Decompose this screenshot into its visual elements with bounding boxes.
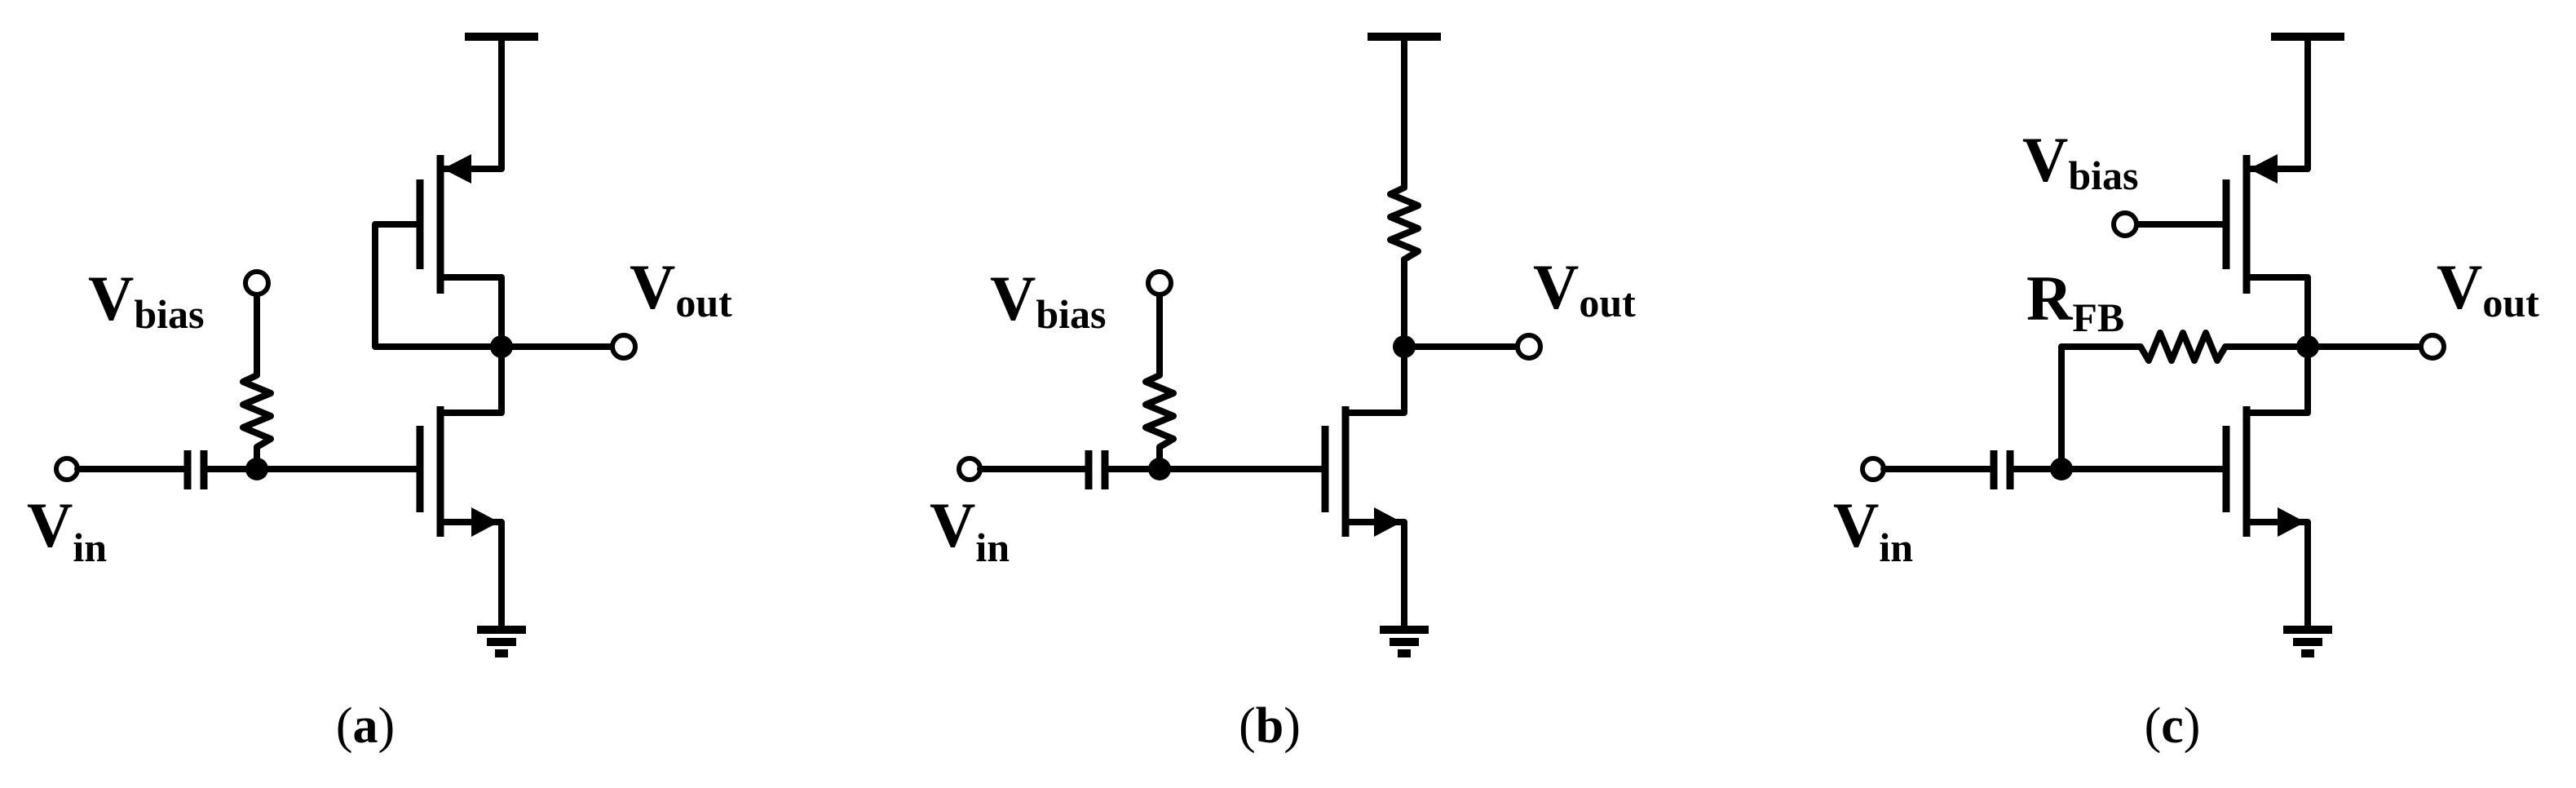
vout-label: Vout (630, 251, 732, 325)
vbias-label: Vbias (990, 263, 1107, 337)
pmos-load-transistor (372, 33, 505, 350)
coupling-capacitor (183, 450, 208, 489)
coupling-capacitor (1085, 450, 1109, 489)
vout-terminal (2419, 333, 2446, 361)
pmos-load-transistor (2133, 33, 2311, 350)
caption-a: (a) (336, 698, 395, 754)
nmos-transistor (416, 343, 505, 631)
nmos-transistor (2222, 343, 2311, 631)
caption-c: (c) (2145, 698, 2201, 754)
feedback-resistor (2058, 330, 2311, 472)
coupling-capacitor (1990, 450, 2014, 489)
vout-label: Vout (2437, 251, 2539, 325)
rfb-label: RFB (2026, 263, 2124, 340)
vout-terminal (1515, 333, 1543, 361)
circuit-b: Vbias Vout Vin (b) (930, 33, 1636, 754)
vout-label: Vout (1533, 251, 1636, 325)
vout-terminal (610, 333, 638, 361)
vin-label: Vin (1833, 489, 1913, 570)
vin-label: Vin (27, 489, 107, 570)
bias-resistor (1142, 292, 1177, 472)
caption-b: (b) (1239, 698, 1301, 754)
vbias-terminal (2111, 210, 2139, 238)
vbias-terminal (1146, 269, 1173, 297)
circuit-c: Vbias RFB Vout Vin (c) (1833, 33, 2539, 754)
load-resistor (1387, 33, 1421, 350)
ground-symbol (2283, 626, 2332, 657)
vbias-label: Vbias (2022, 124, 2139, 198)
vbias-label: Vbias (88, 263, 205, 337)
ground-symbol (477, 626, 526, 657)
circuit-a: Vbias Vout Vin (a) (27, 33, 732, 754)
vin-label: Vin (930, 489, 1010, 570)
ground-symbol (1380, 626, 1429, 657)
nmos-transistor (1321, 343, 1407, 631)
diode-connection (372, 221, 505, 350)
bias-resistor (240, 292, 274, 472)
vbias-terminal (243, 269, 271, 297)
